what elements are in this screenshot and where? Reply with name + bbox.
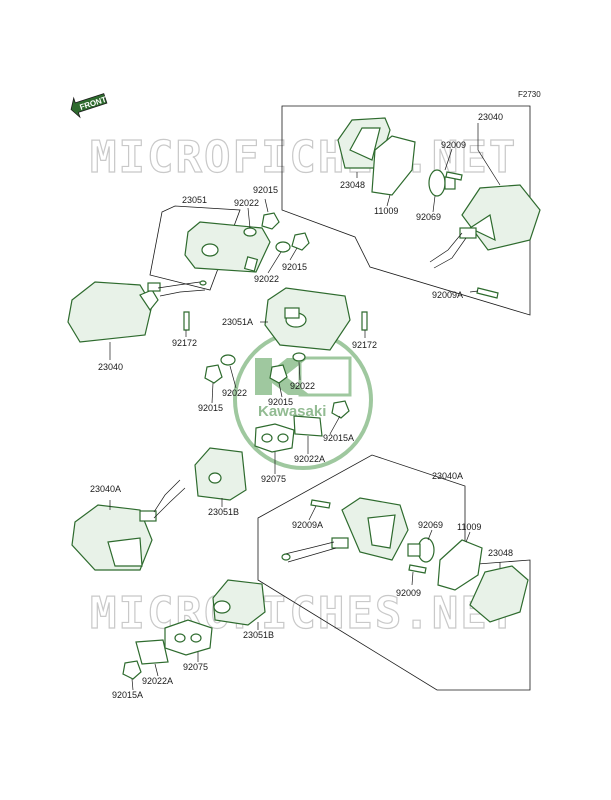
washer-92022-d: [292, 352, 306, 362]
bolt-92172-left: [183, 311, 190, 331]
bracket-23051: [184, 221, 271, 273]
label-23051A: 23051A: [222, 317, 253, 327]
nut-92015A-bot: [122, 660, 142, 680]
lens-23048-bot: [469, 565, 529, 623]
front-arrow-icon: FRONT: [70, 93, 108, 119]
label-92022A-bot: 92022A: [142, 676, 173, 686]
label-23040-top: 23040: [478, 112, 503, 122]
bulb-92069-top: [428, 169, 456, 197]
diagram-code: F2730: [518, 90, 541, 99]
label-92069-top: 92069: [416, 212, 441, 222]
gasket-11009-bot: [437, 539, 483, 591]
label-92009A-top: 92009A: [432, 290, 463, 300]
screw-92009-top: [445, 171, 463, 181]
label-23040A-right: 23040A: [432, 471, 463, 481]
label-92022-b: 92022: [254, 274, 279, 284]
washer-92022-b: [275, 241, 291, 253]
label-23048-top: 23048: [340, 180, 365, 190]
label-23040-left: 23040: [98, 362, 123, 372]
label-92015-a: 92015: [253, 185, 278, 195]
washer-92022-a: [243, 227, 257, 237]
label-23051B-mid: 23051B: [208, 507, 239, 517]
label-92015-d: 92015: [268, 397, 293, 407]
label-92009-top: 92009: [441, 140, 466, 150]
label-92015A-bot: 92015A: [112, 690, 143, 700]
gasket-11009-top: [371, 135, 416, 196]
kawasaki-logo: Kawasaki: [233, 330, 373, 470]
nut-92015-b: [291, 232, 310, 251]
housing-23040A-left: [71, 479, 186, 571]
housing-23040-top-right: [429, 184, 541, 269]
screw-92009-bot: [408, 564, 427, 574]
label-23040A-left: 23040A: [90, 484, 121, 494]
label-23051B-bot: 23051B: [243, 630, 274, 640]
bracket-23051B-mid: [194, 447, 247, 501]
housing-23040A-right: [281, 497, 409, 563]
label-23051: 23051: [182, 195, 207, 205]
label-92015-c: 92015: [198, 403, 223, 413]
bracket-23051B-bot: [212, 579, 266, 626]
label-92009-bot: 92009: [396, 588, 421, 598]
watermark-top: MICROFICHES.NET: [90, 132, 517, 183]
label-92009A-bot: 92009A: [292, 520, 323, 530]
bracket-23051A: [264, 287, 351, 351]
label-92022-c: 92022: [222, 388, 247, 398]
plate-92022A-mid: [293, 415, 323, 437]
bolt-92172-right: [361, 311, 368, 331]
screw-92009A-bot: [310, 499, 331, 509]
label-92075-bot: 92075: [183, 662, 208, 672]
nut-92015A-mid: [331, 400, 350, 419]
label-92015A-mid: 92015A: [323, 433, 354, 443]
label-23048-bot: 23048: [488, 548, 513, 558]
screw-92009A-top: [476, 287, 499, 299]
label-92022-a: 92022: [234, 198, 259, 208]
label-11009-bot: 11009: [457, 522, 481, 532]
frame-bottom-right: [257, 454, 531, 691]
nut-92015-a: [261, 212, 280, 230]
label-92069-bot: 92069: [418, 520, 443, 530]
grommet-92075-mid: [254, 423, 295, 453]
housing-23040-left: [67, 280, 207, 343]
bulb-92069-bot: [407, 537, 435, 563]
washer-92022-c: [220, 354, 236, 366]
label-92015-b: 92015: [282, 262, 307, 272]
nut-92015-c: [204, 364, 223, 384]
label-92075-mid: 92075: [261, 474, 286, 484]
label-92172-left: 92172: [172, 338, 197, 348]
grommet-92075-bot: [164, 619, 213, 656]
watermark-bottom: MICROFICHES.NET: [90, 588, 517, 639]
label-92022-d: 92022: [290, 381, 315, 391]
label-92022A-mid: 92022A: [294, 454, 325, 464]
logo-text: Kawasaki: [258, 403, 326, 420]
nut-92015-d: [269, 364, 288, 384]
frame-top-right: [281, 105, 531, 316]
label-92172-right: 92172: [352, 340, 377, 350]
plate-92022A-bot: [135, 639, 169, 665]
label-11009-top: 11009: [374, 206, 398, 216]
